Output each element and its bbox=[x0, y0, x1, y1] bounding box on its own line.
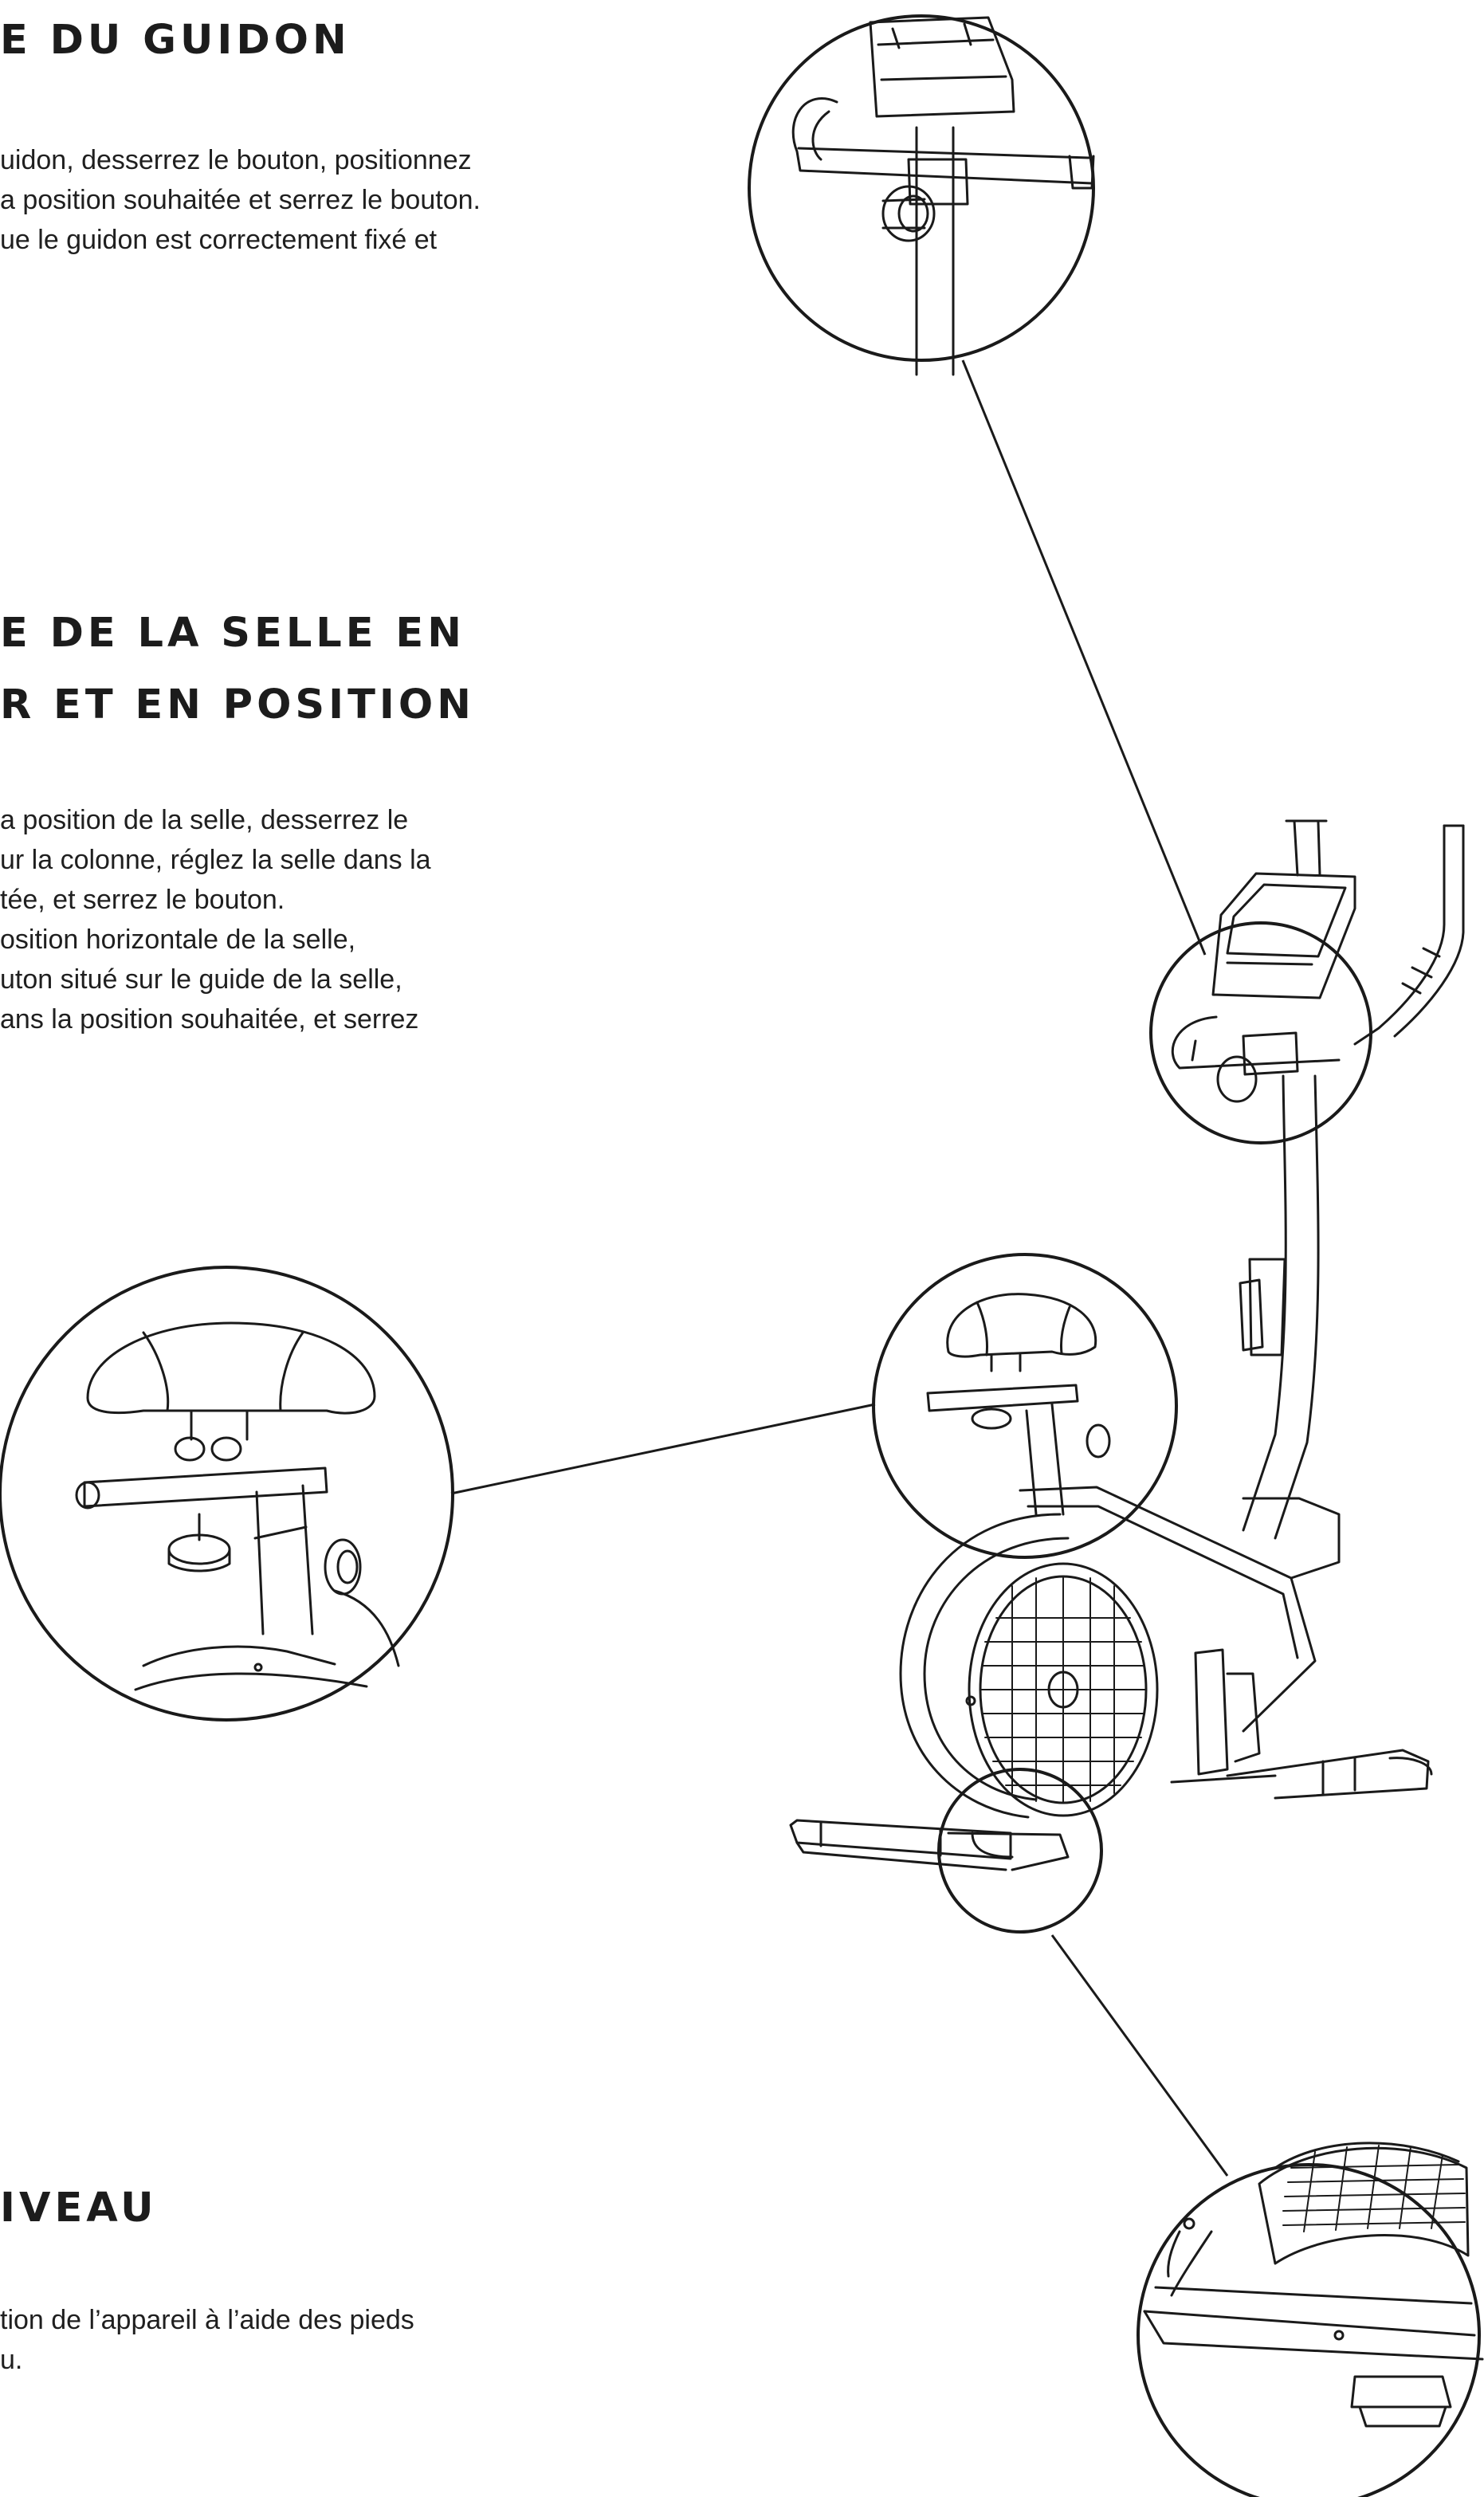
paragraph-line: a position souhaitée et serrez le bouton… bbox=[0, 185, 481, 215]
seat-callout bbox=[0, 1266, 454, 1722]
seat-paragraph: a position de la selle, desserrez le ur … bbox=[0, 800, 431, 1039]
paragraph-line: u. bbox=[0, 2345, 23, 2375]
level-paragraph: tion de l’appareil à l’aide des pieds u. bbox=[0, 2300, 414, 2380]
handlebar-callout bbox=[748, 14, 1095, 376]
paragraph-line: tion de l’appareil à l’aide des pieds bbox=[0, 2305, 414, 2335]
foot-locator-ring bbox=[937, 1768, 1103, 1934]
handlebar-locator-ring bbox=[1149, 921, 1372, 1144]
paragraph-line: ur la colonne, réglez la selle dans la bbox=[0, 845, 431, 875]
seat-leader-line bbox=[450, 1403, 876, 1495]
level-heading: IVEAU bbox=[0, 2185, 158, 2232]
leveling-foot-callout bbox=[1137, 2142, 1484, 2497]
handlebar-paragraph: uidon, desserrez le bouton, positionnez … bbox=[0, 140, 481, 260]
exercise-bike-drawing bbox=[789, 819, 1465, 1934]
paragraph-line: tée, et serrez le bouton. bbox=[0, 885, 285, 915]
paragraph-line: ans la position souhaitée, et serrez bbox=[0, 1004, 419, 1035]
foot-leader-line bbox=[1050, 1934, 1229, 2177]
paragraph-line: uton situé sur le guide de la selle, bbox=[0, 964, 402, 995]
paragraph-line: uidon, desserrez le bouton, positionnez bbox=[0, 145, 472, 175]
paragraph-line: osition horizontale de la selle, bbox=[0, 925, 356, 955]
handlebar-leader-line bbox=[961, 359, 1207, 956]
handlebar-heading: E DU GUIDON bbox=[0, 17, 351, 64]
seat-heading-line-2: R ET EN POSITION bbox=[0, 681, 475, 728]
seat-locator-ring bbox=[872, 1253, 1178, 1559]
seat-heading-line-1: E DE LA SELLE EN bbox=[0, 610, 465, 657]
paragraph-line: a position de la selle, desserrez le bbox=[0, 805, 409, 835]
paragraph-line: ue le guidon est correctement fixé et bbox=[0, 225, 438, 255]
